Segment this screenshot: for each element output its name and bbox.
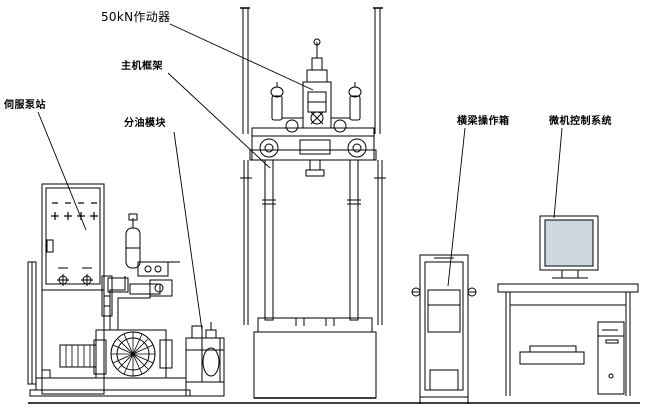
leader-actuator	[169, 23, 314, 91]
actuator-label: 50kN作动器	[101, 10, 171, 24]
computer-control-system-label: 微机控制系统	[549, 116, 612, 127]
leader-lines	[37, 23, 563, 331]
servo-pump-station-label: 伺服泵站	[4, 100, 46, 111]
leader-computer	[553, 127, 563, 219]
oil-distribution-module-label: 分油模块	[124, 118, 166, 129]
main-frame	[240, 7, 386, 399]
leader-servo-pump	[37, 111, 87, 231]
oil-distribution-module	[185, 322, 225, 397]
main-frame-label: 主机框架	[121, 61, 163, 72]
leader-oil-module	[173, 131, 203, 331]
computer-control-system	[497, 215, 639, 396]
leader-crossbeam-box	[447, 127, 466, 287]
crossbeam-control-box-label: 横梁操作箱	[457, 116, 510, 127]
servo-pump-station	[27, 183, 191, 397]
crossbeam-control-box	[411, 254, 477, 404]
leader-main-frame	[167, 72, 271, 169]
